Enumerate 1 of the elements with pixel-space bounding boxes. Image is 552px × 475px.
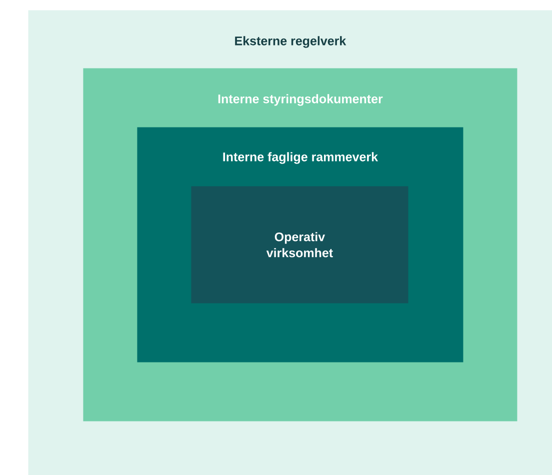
nested-box: Operativ virksomhet [191,186,408,304]
